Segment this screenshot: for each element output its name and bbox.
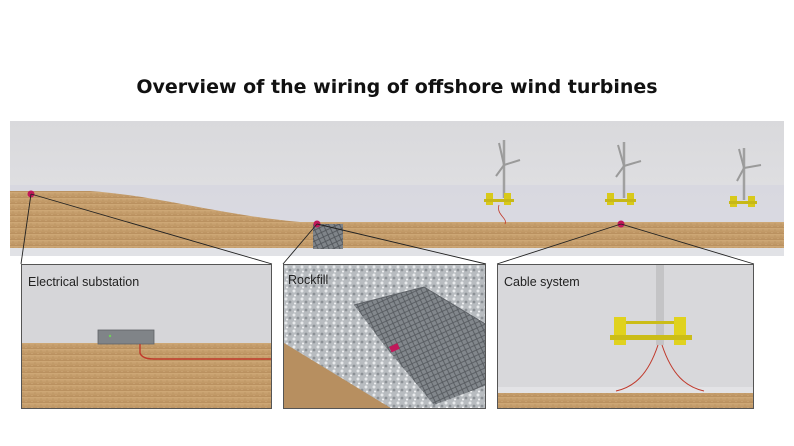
panel-label-cable: Cable system — [504, 275, 580, 289]
cable-illustration — [498, 265, 753, 408]
callout-lines — [20, 193, 755, 265]
panel-cable-system: Cable system — [497, 264, 754, 409]
overview-turbine-2 — [605, 142, 642, 205]
panel-electrical-substation: Electrical substation — [21, 264, 272, 409]
overview-turbine-3 — [729, 148, 762, 207]
panel-rockfill: Rockfill — [283, 264, 486, 409]
overview-rockfill — [313, 224, 343, 249]
overview-bottom-band — [10, 248, 784, 256]
rockfill-illustration — [284, 265, 485, 408]
diagram-title: Overview of the wiring of offshore wind … — [136, 76, 658, 98]
overview-turbine-1 — [484, 140, 521, 225]
substation-illustration — [22, 265, 271, 408]
panel-label-rockfill: Rockfill — [288, 273, 329, 287]
panel-label-substation: Electrical substation — [28, 275, 140, 289]
